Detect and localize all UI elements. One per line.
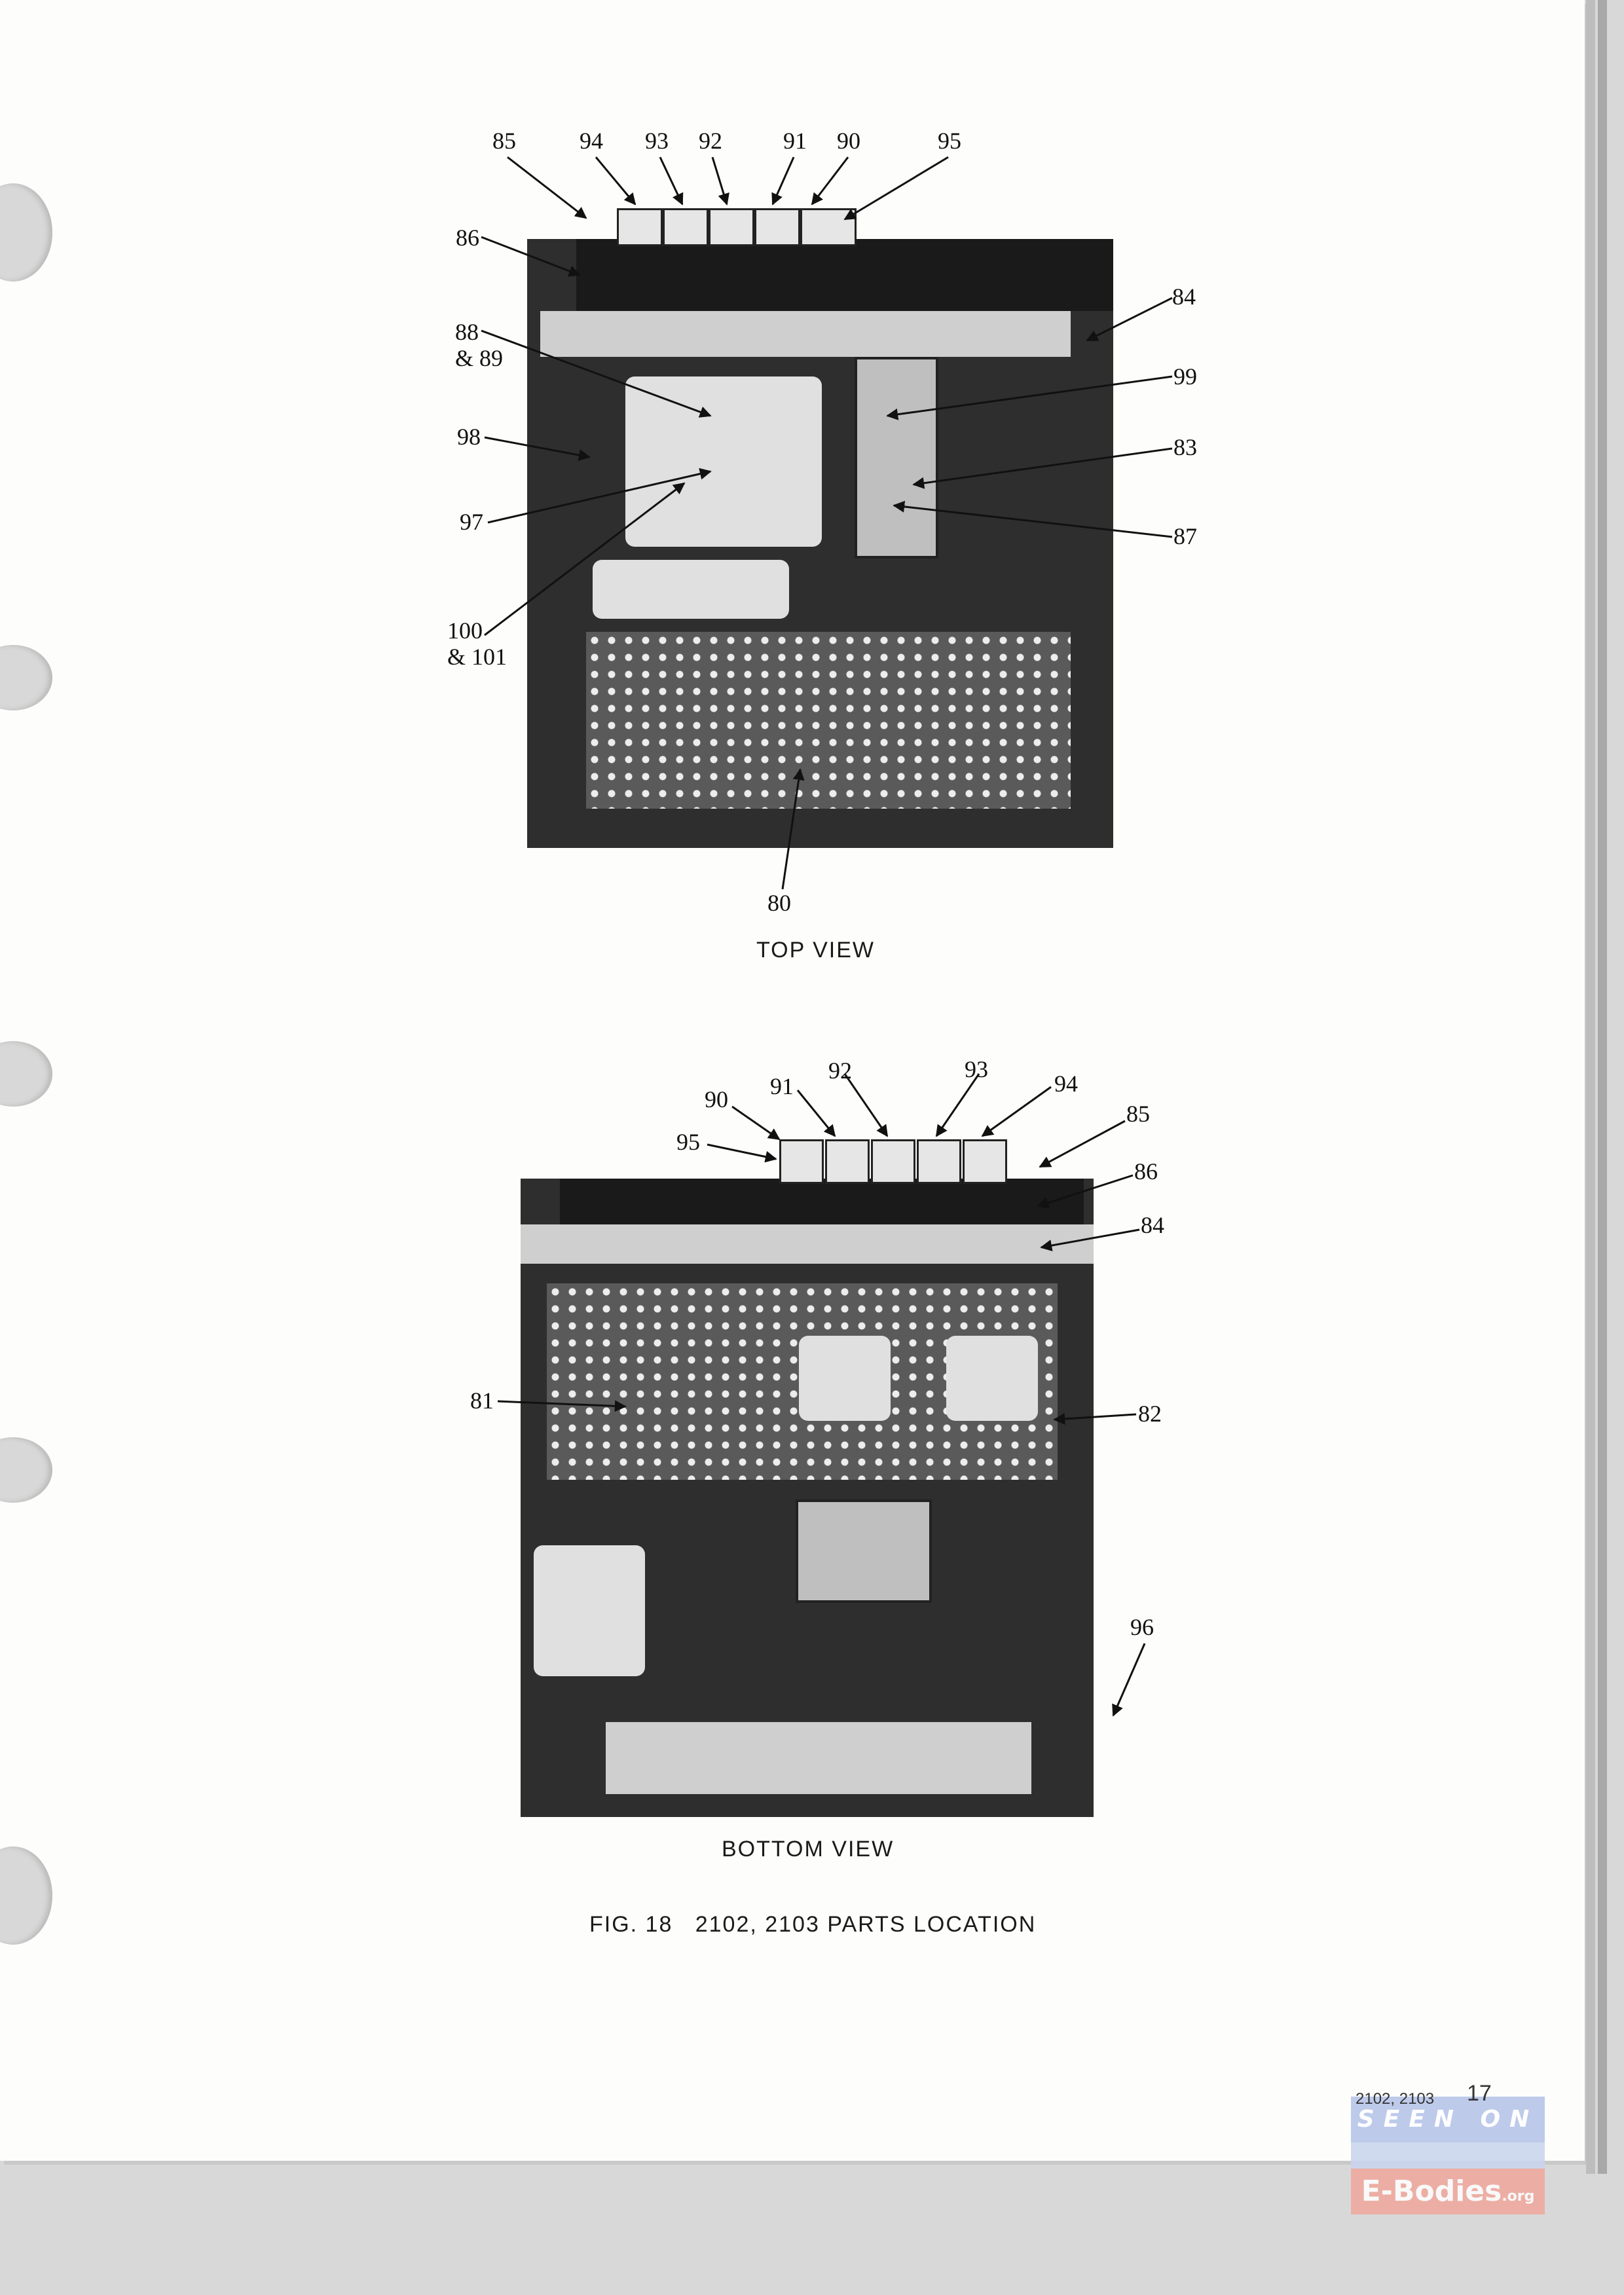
callout-93: 93 [965, 1056, 988, 1082]
callout-100-101: 100 & 101 [447, 617, 507, 670]
page-number: 17 [1467, 2081, 1492, 2106]
faceplate [560, 1179, 1084, 1231]
callout-98: 98 [457, 424, 481, 450]
top-view-photo [527, 239, 1113, 848]
callout-85: 85 [1126, 1101, 1150, 1127]
bottom-view-photo [521, 1179, 1094, 1817]
callout-97: 97 [460, 509, 483, 535]
component [593, 560, 789, 619]
watermark-bottom: E-Bodies.org [1351, 2169, 1545, 2214]
page-edge [1586, 0, 1595, 2174]
preset-button [754, 208, 800, 246]
power-transformer [534, 1545, 645, 1676]
callout-82: 82 [1138, 1401, 1162, 1427]
callout-86: 86 [456, 225, 479, 251]
callout-83: 83 [1173, 434, 1197, 460]
transformer [799, 1336, 891, 1421]
callout-93: 93 [645, 128, 669, 154]
callout-90: 90 [705, 1086, 728, 1112]
callout-92: 92 [828, 1057, 852, 1084]
footer-model-ref: 2102, 2103 [1356, 2090, 1435, 2108]
callout-95: 95 [938, 128, 961, 154]
callout-85: 85 [492, 128, 516, 154]
callout-96: 96 [1130, 1614, 1154, 1640]
mounting-bracket [540, 311, 1071, 357]
connector-row [606, 1722, 1031, 1794]
callout-81: 81 [470, 1387, 494, 1414]
page-edge [1598, 0, 1607, 2174]
tuner-assembly [625, 376, 822, 547]
watermark-brand: E-Bodies [1361, 2175, 1502, 2208]
callout-91: 91 [783, 128, 807, 154]
callout-91: 91 [770, 1073, 794, 1099]
transformer [946, 1336, 1038, 1421]
preset-button [917, 1139, 961, 1184]
callout-86: 86 [1134, 1158, 1158, 1184]
preset-button [871, 1139, 915, 1184]
callout-99: 99 [1173, 363, 1197, 390]
callout-95: 95 [676, 1129, 700, 1155]
callout-87: 87 [1173, 523, 1197, 549]
callout-84: 84 [1141, 1212, 1164, 1238]
preset-button [779, 1139, 824, 1184]
figure-caption: FIG. 18 2102, 2103 PARTS LOCATION [589, 1912, 1037, 1937]
bottom-view-caption: BOTTOM VIEW [722, 1837, 895, 1862]
watermark-top: SEEN ON [1351, 2097, 1545, 2142]
preset-button [825, 1139, 870, 1184]
manual-page: 85 94 93 92 91 90 95 86 84 88 & 89 99 98… [0, 0, 1585, 2161]
heatsink [796, 1499, 932, 1603]
preset-button [663, 208, 709, 246]
watermark-badge: SEEN ON E-Bodies.org [1351, 2097, 1545, 2214]
callout-94: 94 [1054, 1071, 1078, 1097]
callout-94: 94 [580, 128, 603, 154]
callout-90: 90 [837, 128, 860, 154]
faceplate [576, 239, 1113, 311]
circuit-board [586, 632, 1071, 809]
callout-88-89: 88 & 89 [455, 319, 504, 371]
preset-button [617, 208, 663, 246]
watermark-suffix: .org [1502, 2188, 1535, 2205]
callout-92: 92 [699, 128, 722, 154]
preset-button [709, 208, 754, 246]
leader-lines [481, 156, 1173, 1717]
callout-80: 80 [767, 890, 791, 916]
component [855, 357, 938, 559]
mounting-bracket [521, 1224, 1094, 1264]
callout-84: 84 [1172, 284, 1196, 310]
preset-button [963, 1139, 1007, 1184]
top-view-caption: TOP VIEW [756, 938, 876, 963]
